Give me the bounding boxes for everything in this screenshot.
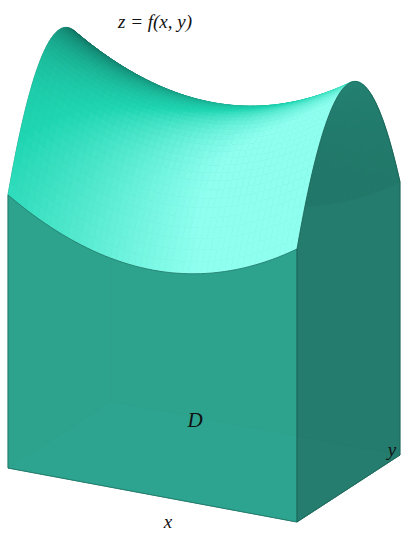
figure-stage: z = f(x, y)Dxy <box>0 0 405 535</box>
surface-illustration <box>0 0 405 535</box>
